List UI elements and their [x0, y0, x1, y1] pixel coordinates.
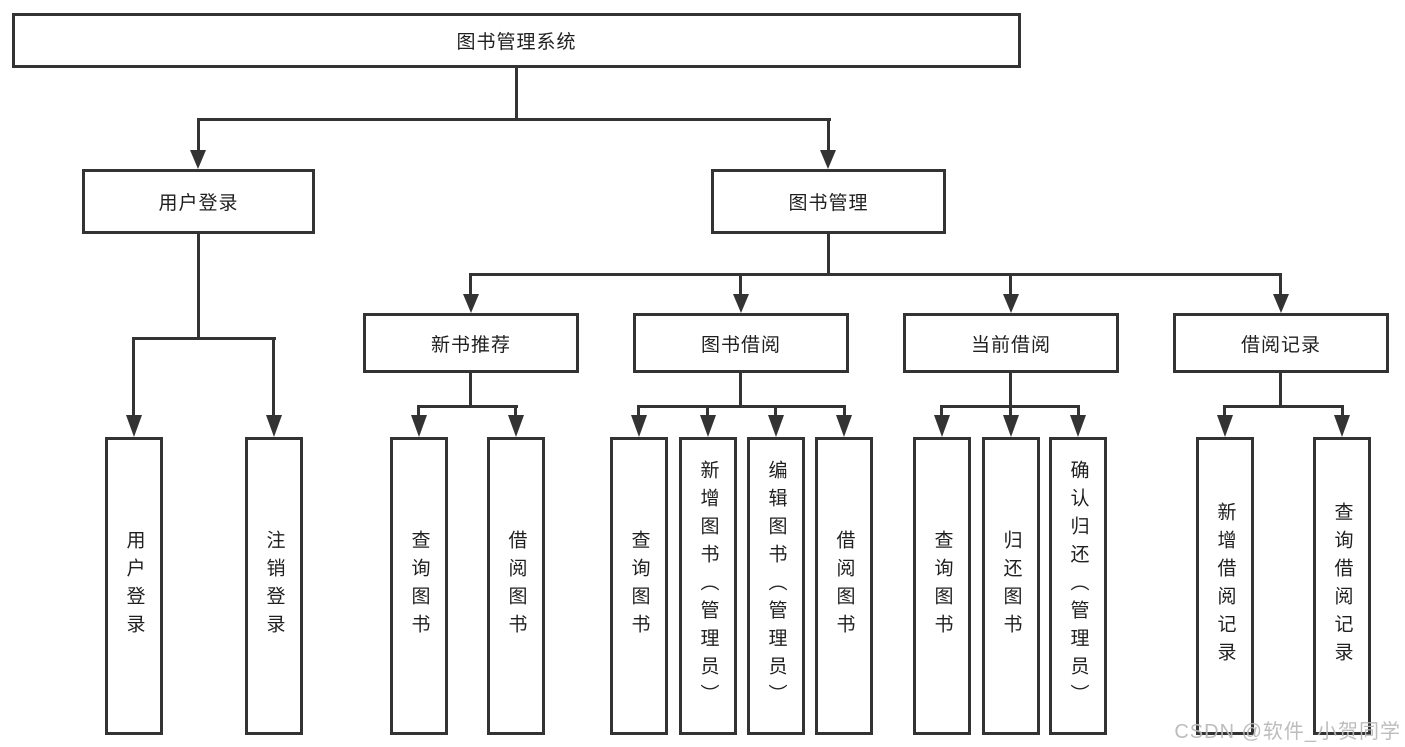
node-user-login-label: 用户登录 [158, 193, 239, 214]
connector-stem [1077, 405, 1080, 417]
node-leaf-query-borrow-record-label: 查询借阅记录 [1331, 502, 1353, 670]
arrow-down-icon [126, 415, 142, 437]
node-leaf-edit-books-admin-label: 编辑图书（管理员） [765, 460, 787, 712]
connector-new-book-horizontal [417, 405, 518, 408]
node-leaf-query-books-borrowing: 查询图书 [610, 437, 668, 735]
node-leaf-query-borrow-record: 查询借阅记录 [1313, 437, 1371, 735]
arrow-down-icon [733, 294, 749, 313]
arrow-down-icon [1273, 294, 1289, 313]
node-current-borrowing-label: 当前借阅 [970, 334, 1051, 356]
connector-book-management-horizontal [469, 273, 1282, 276]
arrow-down-icon [1217, 415, 1233, 437]
connector-new-book-vertical [469, 373, 472, 405]
connector-borrowing-records-vertical [1279, 373, 1282, 405]
node-leaf-confirm-return-admin: 确认归还（管理员） [1049, 437, 1107, 735]
connector-user-login-vertical [197, 234, 200, 337]
node-leaf-borrow-books-recommend-label: 借阅图书 [505, 530, 527, 642]
node-leaf-query-books-recommend: 查询图书 [390, 437, 448, 735]
connector-stem-user-login [197, 118, 200, 152]
connector-stem-borrowing-records [1279, 273, 1282, 297]
arrow-down-icon [934, 415, 950, 437]
node-book-borrowing: 图书借阅 [633, 313, 849, 373]
node-leaf-user-login: 用户登录 [105, 437, 163, 735]
csdn-watermark: CSDN @软件_小贺同学 [1174, 721, 1401, 743]
node-leaf-query-books-current-label: 查询图书 [931, 530, 953, 642]
node-leaf-add-books-admin-label: 新增图书（管理员） [697, 460, 719, 712]
connector-stem [843, 405, 846, 417]
arrow-down-icon [463, 294, 479, 313]
connector-stem-leaf-logout [272, 337, 275, 417]
node-new-book-recommend-label: 新书推荐 [430, 334, 511, 356]
arrow-down-icon [266, 415, 282, 437]
connector-stem [706, 405, 709, 417]
connector-stem [1009, 405, 1012, 417]
connector-book-borrowing-vertical [739, 373, 742, 405]
node-leaf-return-books-label: 归还图书 [1000, 530, 1022, 642]
connector-root-horizontal [197, 118, 831, 121]
node-borrowing-records-label: 借阅记录 [1240, 334, 1321, 356]
node-book-management-label: 图书管理 [788, 193, 869, 214]
connector-stem-leaf-user-login [132, 337, 135, 417]
node-root-label: 图书管理系统 [456, 32, 577, 53]
arrow-down-icon [1334, 415, 1350, 437]
connector-stem [940, 405, 943, 417]
connector-stem-book-management [827, 118, 830, 152]
node-leaf-confirm-return-admin-label: 确认归还（管理员） [1067, 460, 1089, 712]
connector-stem [637, 405, 640, 417]
node-leaf-borrow-books-recommend: 借阅图书 [487, 437, 545, 735]
node-leaf-add-borrow-record-label: 新增借阅记录 [1214, 502, 1236, 670]
arrow-down-icon [631, 415, 647, 437]
arrow-down-icon [1070, 415, 1086, 437]
connector-book-borrowing-horizontal [637, 405, 846, 408]
connector-stem [1341, 405, 1344, 417]
node-borrowing-records: 借阅记录 [1173, 313, 1389, 373]
node-leaf-query-books-recommend-label: 查询图书 [408, 530, 430, 642]
node-leaf-borrow-books-borrowing-label: 借阅图书 [833, 530, 855, 642]
connector-stem-new-book [469, 273, 472, 297]
connector-stem-current-borrowing [1009, 273, 1012, 297]
node-book-management: 图书管理 [711, 169, 946, 234]
node-leaf-query-books-current: 查询图书 [913, 437, 971, 735]
arrow-down-icon [700, 415, 716, 437]
connector-current-borrowing-vertical [1009, 373, 1012, 405]
node-user-login: 用户登录 [82, 169, 315, 234]
connector-stem [417, 405, 420, 417]
connector-root-vertical [515, 66, 518, 118]
node-leaf-add-borrow-record: 新增借阅记录 [1196, 437, 1254, 735]
node-new-book-recommend: 新书推荐 [363, 313, 579, 373]
arrow-down-icon [820, 150, 836, 169]
node-leaf-borrow-books-borrowing: 借阅图书 [815, 437, 873, 735]
node-leaf-return-books: 归还图书 [982, 437, 1040, 735]
node-leaf-edit-books-admin: 编辑图书（管理员） [747, 437, 805, 735]
node-leaf-user-login-label: 用户登录 [123, 530, 145, 642]
arrow-down-icon [1003, 415, 1019, 437]
connector-borrowing-records-horizontal [1223, 405, 1344, 408]
node-root: 图书管理系统 [12, 13, 1021, 68]
node-book-borrowing-label: 图书借阅 [700, 334, 781, 356]
arrow-down-icon [190, 150, 206, 169]
node-leaf-add-books-admin: 新增图书（管理员） [679, 437, 737, 735]
node-leaf-logout-login: 注销登录 [245, 437, 303, 735]
arrow-down-icon [836, 415, 852, 437]
connector-stem [514, 405, 517, 417]
connector-stem-book-borrowing [739, 273, 742, 297]
node-leaf-logout-login-label: 注销登录 [263, 530, 285, 642]
connector-stem [1223, 405, 1226, 417]
arrow-down-icon [508, 415, 524, 437]
connector-user-login-horizontal [132, 337, 276, 340]
arrow-down-icon [411, 415, 427, 437]
arrow-down-icon [1003, 294, 1019, 313]
node-leaf-query-books-borrowing-label: 查询图书 [628, 530, 650, 642]
connector-stem [774, 405, 777, 417]
connector-book-management-vertical [827, 234, 830, 273]
arrow-down-icon [768, 415, 784, 437]
node-current-borrowing: 当前借阅 [903, 313, 1119, 373]
